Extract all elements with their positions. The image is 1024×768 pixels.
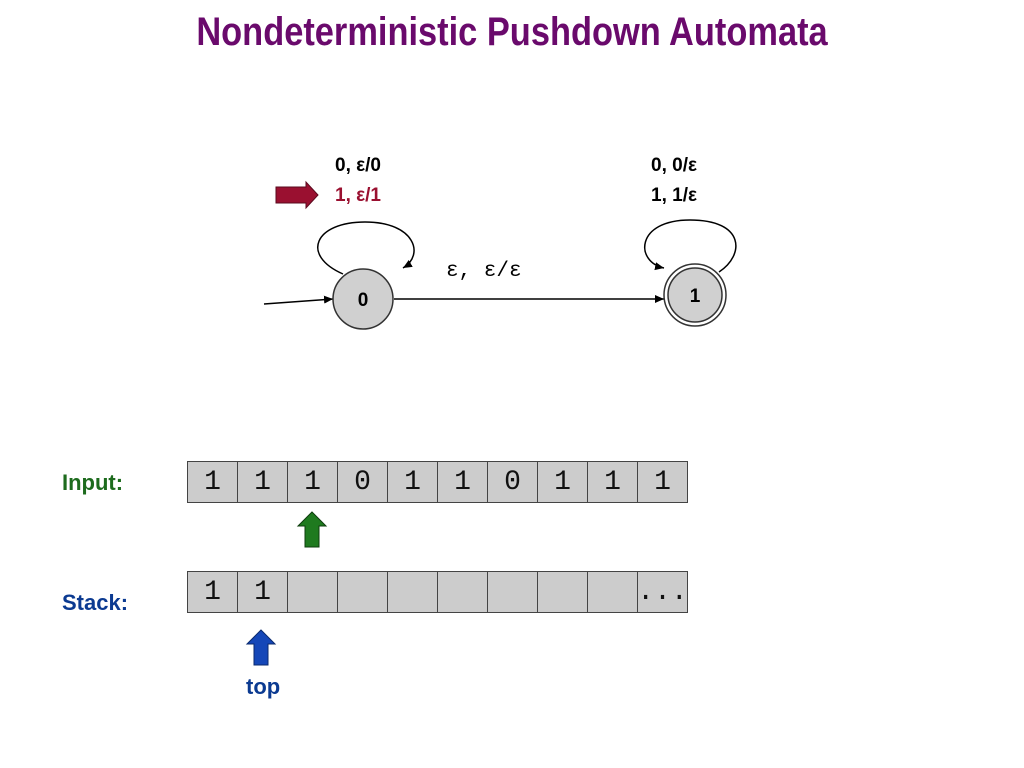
input-cell: 1 (238, 462, 288, 502)
stack-cell (388, 572, 438, 612)
state-q1-label: 1 (690, 286, 701, 307)
stack-cell (488, 572, 538, 612)
highlight-arrow-icon (275, 180, 319, 210)
input-cell: 1 (588, 462, 638, 502)
page-title: Nondeterministic Pushdown Automata (196, 10, 828, 54)
state-q0-label: 0 (358, 290, 369, 311)
q0-loop-label-line1: 0, ε/0 (335, 155, 381, 176)
stack-top-label: top (246, 674, 281, 699)
stack-cell (588, 572, 638, 612)
q1-loop-label-line2: 1, 1/ε (651, 185, 697, 206)
state-q0: 0 (332, 268, 394, 330)
stack-cell: 1 (188, 572, 238, 612)
stack-cell (538, 572, 588, 612)
input-cell: 1 (388, 462, 438, 502)
input-cell: 1 (638, 462, 688, 502)
stack-cell (338, 572, 388, 612)
stack-cell: ... (637, 572, 688, 612)
input-cell: 1 (188, 462, 238, 502)
q0-loop-label-line2: 1, ε/1 (335, 185, 381, 206)
stack-cell (288, 572, 338, 612)
q0-self-loop (317, 221, 415, 275)
q1-self-loop (643, 219, 737, 273)
input-label: Input: (62, 470, 124, 495)
initial-arrow (263, 295, 334, 305)
input-cell: 1 (288, 462, 338, 502)
input-cell: 1 (538, 462, 588, 502)
stack-label: Stack: (62, 590, 129, 615)
transition-q0-q1-label: ε, ε/ε (446, 260, 522, 283)
stack-cell: 1 (238, 572, 288, 612)
state-q1: 1 (663, 263, 727, 327)
input-cell: 0 (488, 462, 538, 502)
input-cell: 1 (438, 462, 488, 502)
input-head-arrow-icon (296, 511, 328, 548)
stack-top-arrow-icon (245, 629, 277, 666)
stack-cell (438, 572, 488, 612)
q1-loop-label-line1: 0, 0/ε (651, 155, 697, 176)
input-cell: 0 (338, 462, 388, 502)
